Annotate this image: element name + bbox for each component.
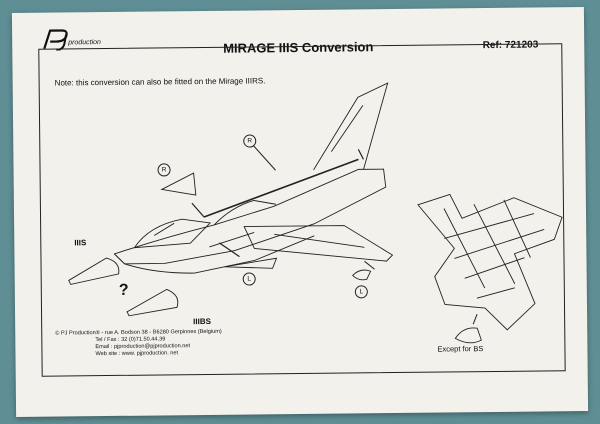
marker-left-part: L: [242, 272, 256, 286]
instruction-sheet: production MIRAGE IIIS Conversion Ref: 7…: [11, 7, 589, 417]
label-iiibs: IIIBS: [193, 316, 211, 327]
marker-right-part: R: [157, 163, 171, 177]
question-mark: ?: [118, 281, 129, 299]
except-note: Except for BS: [437, 344, 484, 354]
marker-right-top: R: [243, 134, 257, 148]
publisher-footer: © PJ Production® - rue A. Bodson 38 - B6…: [55, 329, 222, 359]
brand-logo: production: [40, 28, 108, 51]
marker-left-pod: L: [354, 285, 368, 299]
label-iiis: IIIS: [74, 238, 87, 248]
aircraft-drawing: [68, 82, 563, 344]
svg-text:production: production: [67, 39, 101, 46]
